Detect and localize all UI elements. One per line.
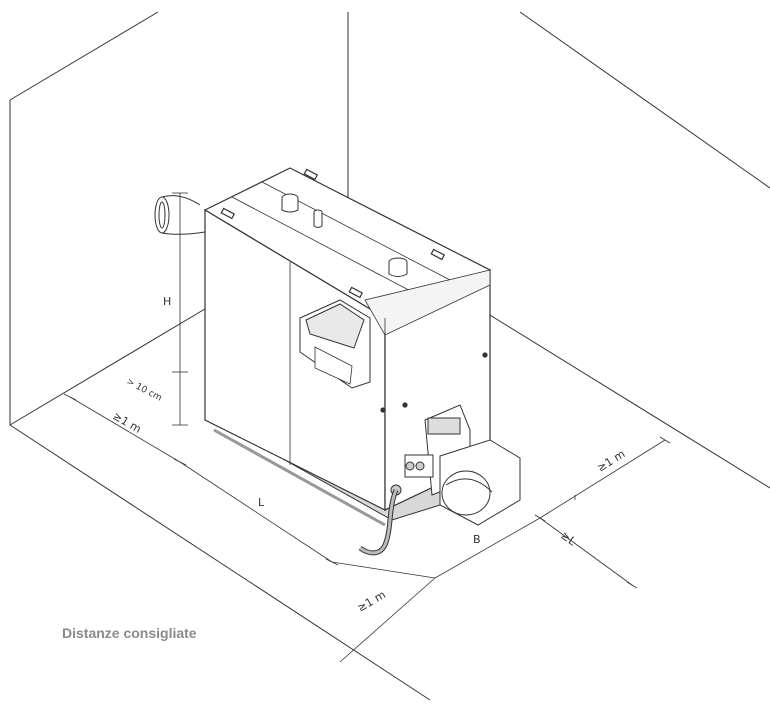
- top-connections: [281, 193, 408, 277]
- fuel-hose: [358, 489, 399, 556]
- floor-front-edge: [9, 424, 431, 701]
- right-wall-top: [519, 11, 770, 189]
- burner-clearance-label: ≥L: [558, 529, 579, 549]
- left-side-clearance-label: ≥1 m: [111, 409, 144, 435]
- dimension-lines: [63, 192, 671, 663]
- length-label: L: [258, 496, 265, 509]
- flue-pipe: [154, 195, 206, 235]
- burner-assembly: [390, 404, 521, 526]
- width-label: B: [473, 533, 481, 546]
- room-outline: [9, 11, 770, 701]
- control-panel: [299, 299, 371, 389]
- floor-clearance-label: > 10 cm: [125, 377, 164, 404]
- boiler-body: [203, 167, 492, 511]
- diagram-caption: Distanze consigliate: [62, 625, 197, 641]
- front-clearance-label: ≥1 m: [355, 588, 388, 614]
- left-wall: [9, 11, 221, 426]
- height-label: H: [163, 295, 171, 308]
- floor-right-edge: [484, 311, 770, 489]
- rear-clearance-label: ≥1 m: [595, 447, 628, 474]
